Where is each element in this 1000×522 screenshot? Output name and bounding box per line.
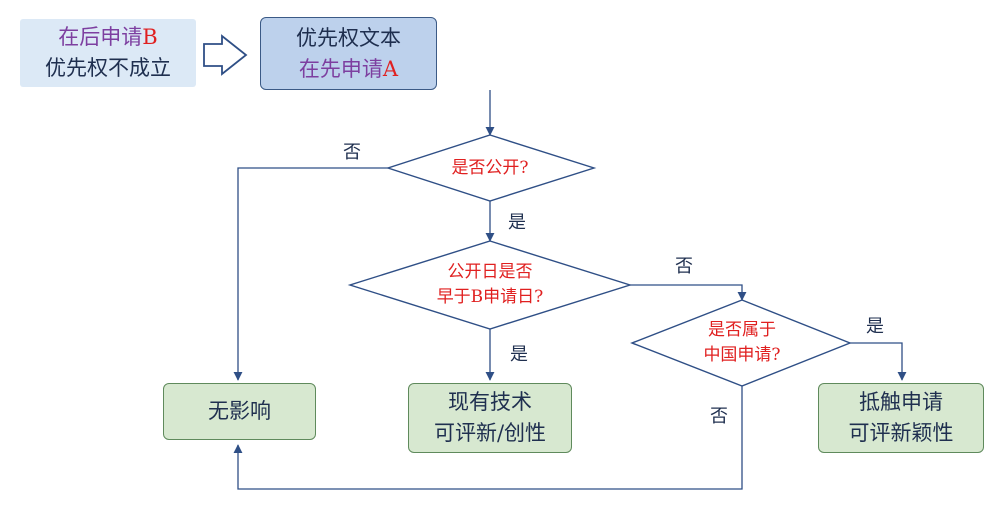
- prior-art-line2: 可评新/创性: [433, 421, 547, 445]
- edge-label-published-yes: 是: [508, 212, 526, 233]
- decision-diamond-pubdate: [347, 240, 633, 330]
- connector-chinese-yes: [850, 342, 907, 381]
- decision-chinese-line1: 是否属于: [708, 320, 776, 340]
- decision-chinese-line2: 中国申请?: [703, 345, 781, 365]
- edge-label-pubdate-yes: 是: [510, 344, 528, 365]
- edge-label-pubdate-no: 否: [675, 256, 693, 277]
- conflicting-application-line2: 可评新颖性: [848, 421, 954, 445]
- later-application-letter: B: [142, 25, 158, 49]
- decision-pubdate-line1: 公开日是否: [447, 262, 533, 282]
- later-application-box: 在后申请B 优先权不成立: [20, 19, 196, 87]
- priority-document-line1: 优先权文本: [296, 25, 401, 50]
- connector-published-no: [233, 167, 388, 381]
- connector-pubdate-no: [630, 284, 747, 301]
- later-application-line1: 在后申请B: [58, 22, 157, 53]
- hollow-arrow-icon: [203, 34, 248, 76]
- conflicting-application-line1: 抵触申请: [859, 390, 943, 414]
- edge-label-chinese-no: 否: [710, 406, 728, 427]
- decision-diamond-chinese: [630, 299, 852, 387]
- prior-art-box: 现有技术 可评新/创性: [408, 383, 572, 453]
- decision-chinese-text: 是否属于 中国申请?: [682, 318, 802, 368]
- decision-pubdate-text: 公开日是否 早于B申请日?: [410, 260, 570, 310]
- decision-pubdate-line2: 早于B申请日?: [436, 287, 544, 307]
- no-effect-box: 无影响: [163, 383, 316, 440]
- priority-document-line2: 在先申请A: [299, 54, 398, 85]
- priority-document-box: 优先权文本 在先申请A: [260, 17, 437, 90]
- edge-label-published-no: 否: [343, 142, 361, 163]
- conflicting-application-box: 抵触申请 可评新颖性: [818, 383, 984, 453]
- later-application-line2: 优先权不成立: [45, 56, 171, 80]
- prior-art-line1: 现有技术: [448, 390, 532, 414]
- decision-published-line1: 是否公开?: [451, 158, 529, 178]
- earlier-application-label: 在先申请: [298, 56, 383, 81]
- edge-label-chinese-yes: 是: [866, 316, 884, 337]
- decision-published-text: 是否公开?: [430, 156, 550, 181]
- earlier-application-letter: A: [382, 56, 399, 81]
- later-application-label: 在后申请: [58, 25, 143, 49]
- decision-diamond-published: [385, 134, 597, 202]
- no-effect-label: 无影响: [208, 399, 271, 423]
- connector-chinese-no: [233, 386, 743, 490]
